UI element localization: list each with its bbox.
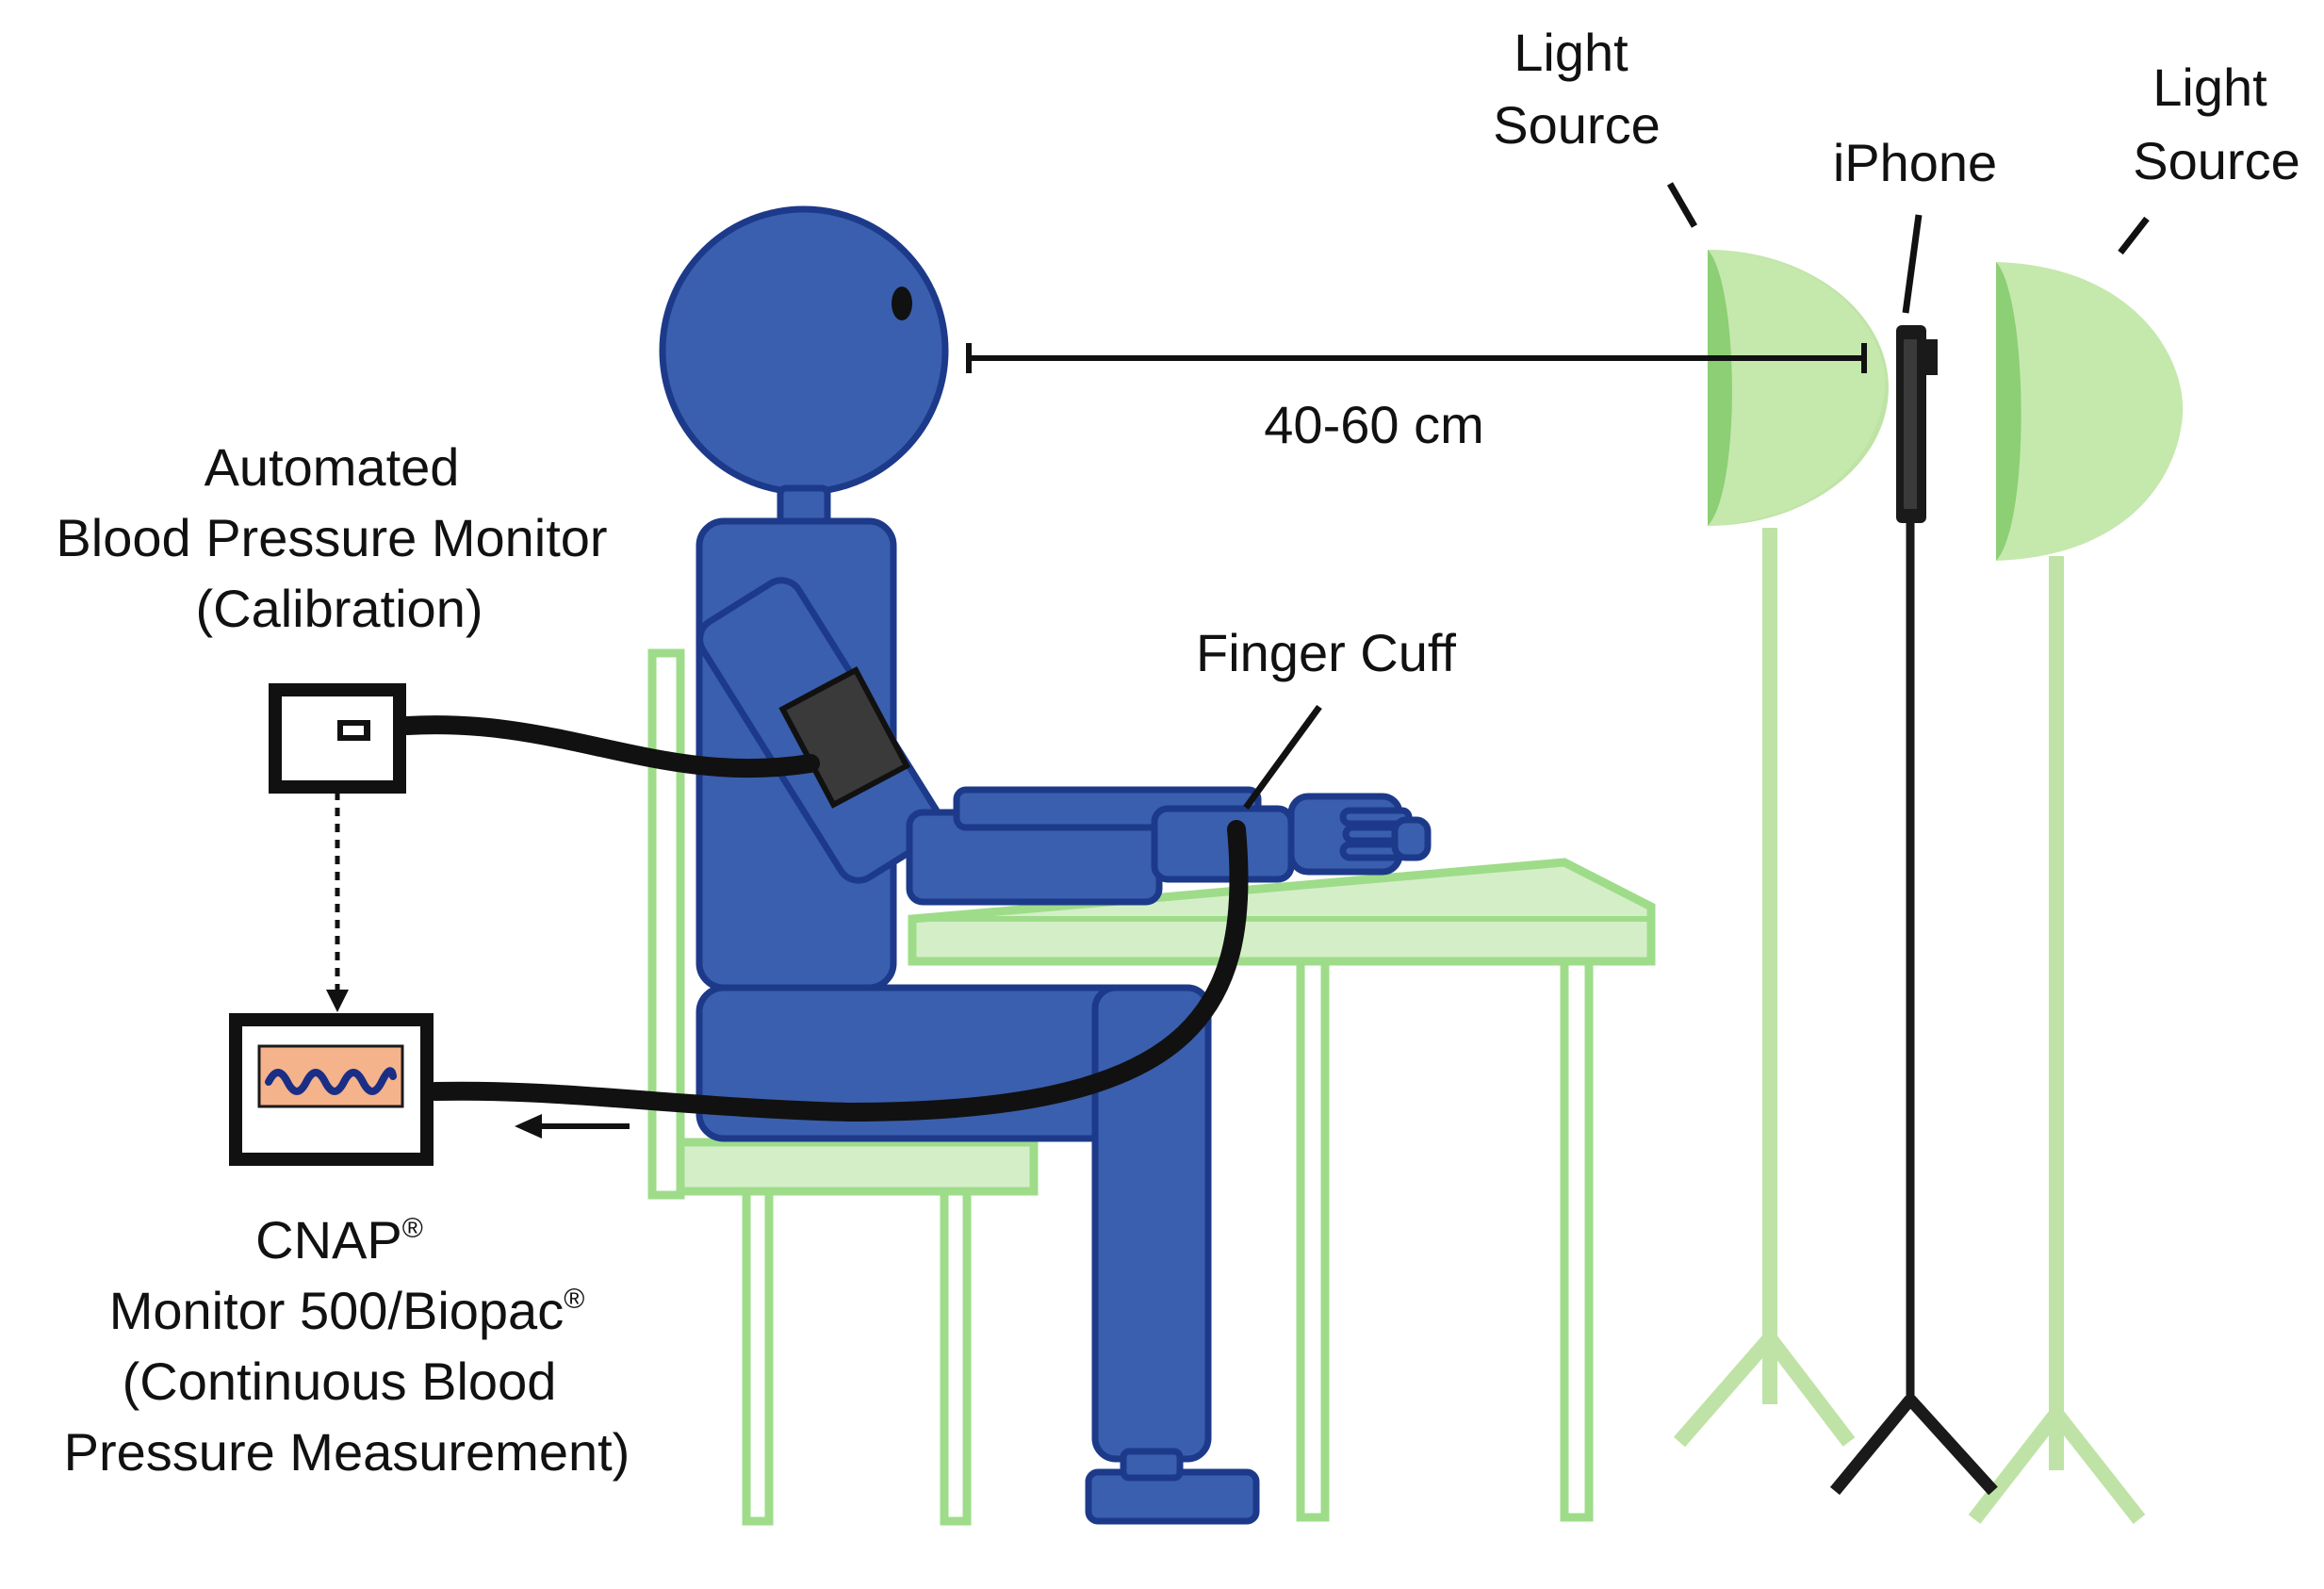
lamp-icon <box>1968 262 2184 1524</box>
signal-arrow <box>515 1114 630 1139</box>
cnap-registered-mark: ® <box>402 1213 423 1244</box>
label-light-source-right: Light Source <box>2133 57 2299 190</box>
bp-monitor-line3: (Calibration) <box>196 579 483 638</box>
cables <box>398 715 1249 1122</box>
cnap-line1-text: CNAP <box>255 1210 402 1270</box>
table <box>908 858 1656 1522</box>
light-source-right-pointer <box>2118 216 2150 255</box>
light-source-right <box>1968 216 2184 1524</box>
label-cnap: CNAP® Monitor 500/Biopac® (Continuous Bl… <box>64 1210 630 1482</box>
bp-cuff-cable <box>398 715 820 778</box>
light-source-right-line2: Source <box>2133 131 2299 190</box>
label-distance: 40-60 cm <box>1264 395 1483 454</box>
biopac-registered-mark: ® <box>564 1284 584 1315</box>
blood-pressure-monitor-icon <box>269 683 406 794</box>
light-source-right-line1: Light <box>2152 57 2267 117</box>
calibration-link <box>326 792 349 1012</box>
finger-cuff-cable <box>426 820 1249 1122</box>
light-source-left-line1: Light <box>1514 23 1628 82</box>
label-light-source-left: Light Source <box>1493 23 1660 155</box>
finger-cuff-pointer <box>1243 704 1322 811</box>
smartphone-icon <box>1896 325 1938 523</box>
head <box>659 205 949 496</box>
bp-monitor-line2: Blood Pressure Monitor <box>56 508 607 567</box>
cnap-line3: (Continuous Blood <box>123 1351 557 1411</box>
iphone-stand <box>1829 214 1998 1496</box>
bp-monitor-line1: Automated <box>205 437 460 497</box>
cnap-line1: CNAP® <box>255 1210 423 1270</box>
waveform-monitor-icon <box>229 1013 434 1166</box>
light-source-left-line2: Source <box>1493 95 1660 155</box>
distance-indicator <box>966 343 1867 373</box>
label-iphone: iPhone <box>1833 133 1997 192</box>
lamp-icon <box>1673 250 1889 1448</box>
cnap-line2-text: Monitor 500/Biopac <box>109 1281 565 1340</box>
light-source-left <box>1666 182 1889 1448</box>
label-bp-monitor: Automated Blood Pressure Monitor (Calibr… <box>56 437 607 638</box>
cnap-line2: Monitor 500/Biopac® <box>109 1281 585 1340</box>
light-source-left-pointer <box>1666 182 1698 228</box>
cnap-line4: Pressure Measurement) <box>64 1422 630 1482</box>
hand <box>1151 805 1295 883</box>
eye <box>892 287 912 320</box>
label-finger-cuff: Finger Cuff <box>1196 623 1456 682</box>
iphone-pointer <box>1902 214 1923 314</box>
